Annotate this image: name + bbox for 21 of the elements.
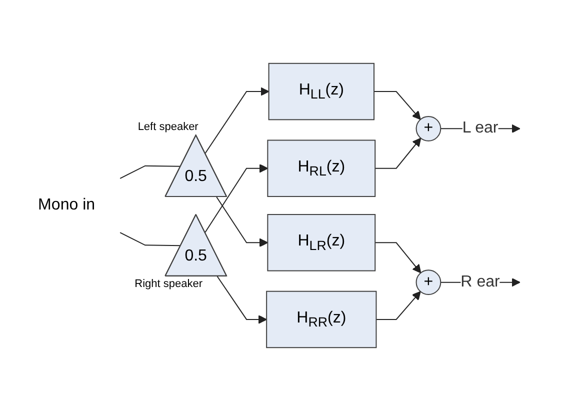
arrow bbox=[216, 276, 267, 324]
arrow bbox=[374, 138, 422, 169]
node-text: Mono in bbox=[38, 196, 96, 214]
node-caption: Left speaker bbox=[136, 121, 200, 134]
arrow bbox=[374, 242, 422, 274]
node-caption: Right speaker bbox=[134, 278, 204, 290]
edge-label: R ear bbox=[460, 273, 500, 290]
node-box: H$_{RR}$(z) bbox=[266, 290, 377, 348]
arrow bbox=[204, 164, 268, 233]
edge-label: L ear bbox=[462, 120, 498, 137]
node-circle: + bbox=[416, 270, 442, 296]
arrow bbox=[374, 91, 421, 120]
arrow bbox=[204, 87, 270, 154]
connector bbox=[120, 232, 182, 246]
connector bbox=[120, 165, 182, 179]
arrow bbox=[376, 291, 421, 320]
node-box: H$_{LL}$(z) bbox=[268, 62, 374, 120]
arrow bbox=[216, 196, 268, 248]
node-box: H$_{RL}$(z) bbox=[267, 140, 376, 197]
node-circle: + bbox=[416, 116, 442, 142]
node-box: H$_{LR}$(z) bbox=[267, 214, 376, 272]
